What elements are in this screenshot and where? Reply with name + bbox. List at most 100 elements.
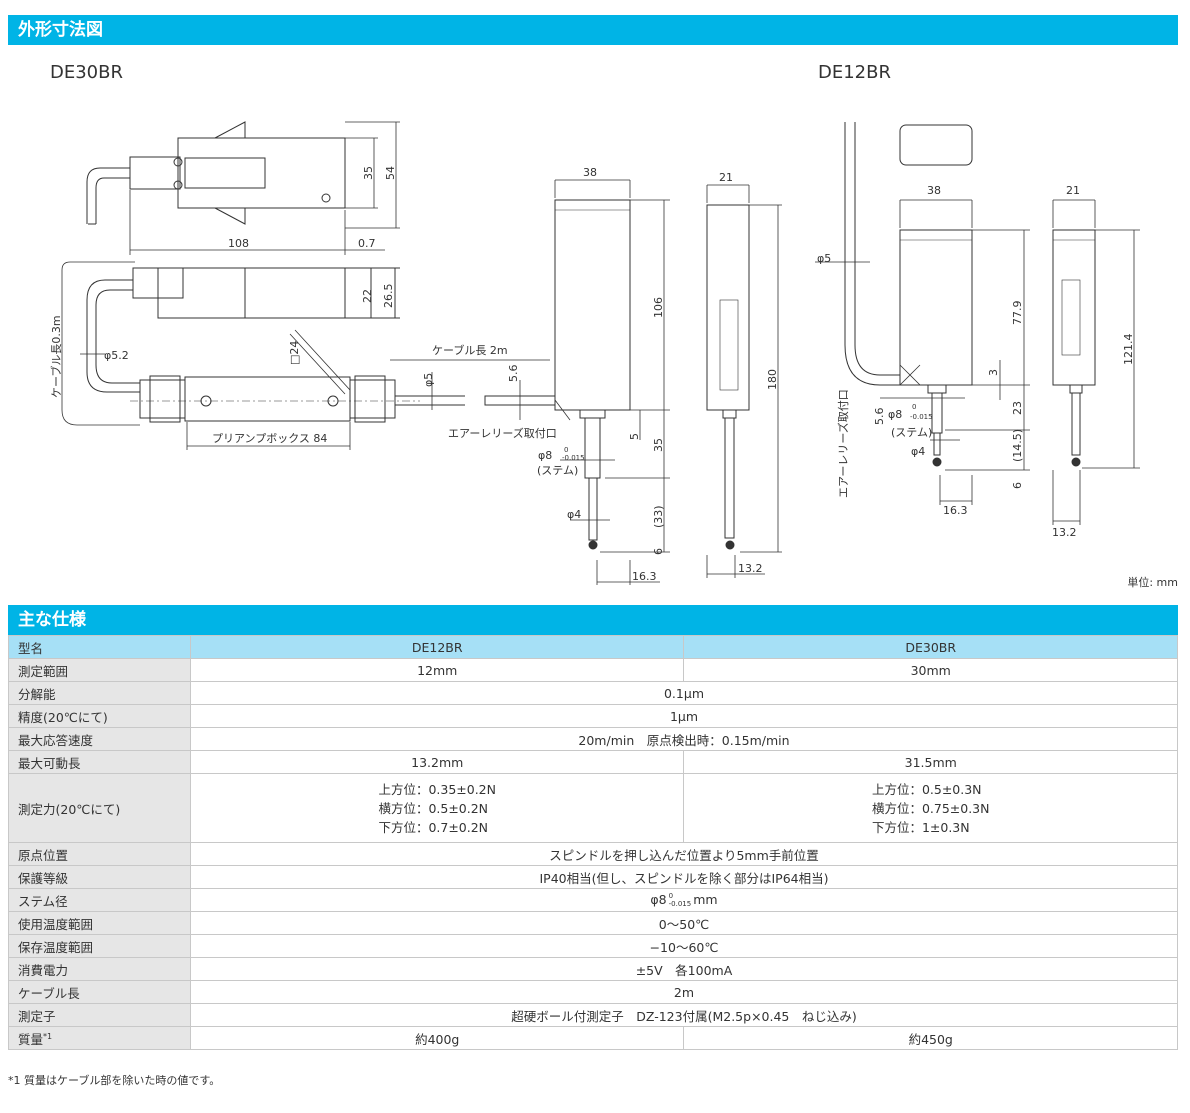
stem-tol-top: 0: [668, 892, 674, 901]
table-row: 使用温度範囲 0～50℃: [8, 911, 1178, 935]
spec-label: 分解能: [8, 681, 191, 705]
force-down: 下方位：1±0.3N: [871, 819, 970, 835]
dim-180: 180: [766, 369, 779, 390]
phi-5-left: φ5: [422, 373, 435, 387]
dim-77-9: 77.9: [1011, 301, 1024, 326]
spec-value: 0～50℃: [190, 911, 1178, 935]
spec-label: 原点位置: [8, 842, 191, 866]
spec-value: 20m/min 原点検出時：0.15m/min: [190, 727, 1178, 751]
model-title-de12br: DE12BR: [818, 62, 891, 83]
table-row: 保護等級 IP40相当(但し、スピンドルを除く部分はIP64相当): [8, 865, 1178, 889]
force-side: 横方位：0.5±0.2N: [378, 800, 489, 816]
table-row: 型名 DE12BR DE30BR: [8, 635, 1178, 659]
dim-35-top: 35: [362, 166, 375, 180]
table-row: ケーブル長 2m: [8, 980, 1178, 1004]
outline-drawing-header: 外形寸法図: [8, 15, 1178, 45]
dim-5-6-left: 5.6: [507, 365, 520, 383]
spec-value: 超硬ボール付測定子 DZ-123付属(M2.5p×0.45 ねじ込み): [190, 1003, 1178, 1027]
spec-label: 最大可動長: [8, 750, 191, 774]
dim-54: 54: [384, 166, 397, 180]
dim-106: 106: [652, 297, 665, 318]
dim-16-3-left: 16.3: [632, 570, 657, 583]
table-row: 最大可動長 13.2mm 31.5mm: [8, 750, 1178, 774]
spec-label: 測定力(20℃にて): [8, 773, 191, 843]
spec-value: 1μm: [190, 704, 1178, 728]
mass-label: 質量: [18, 1031, 44, 1047]
table-row: 保存温度範囲 −10～60℃: [8, 934, 1178, 958]
phi-4-right: φ4: [911, 445, 925, 458]
dim-3: 3: [987, 369, 1000, 376]
spec-label: 保存温度範囲: [8, 934, 191, 958]
spec-value: 2m: [190, 980, 1178, 1004]
table-row: 測定子 超硬ボール付測定子 DZ-123付属(M2.5p×0.45 ねじ込み): [8, 1003, 1178, 1027]
spec-value: 約450g: [683, 1026, 1178, 1050]
spec-value: スピンドルを押し込んだ位置より5mm手前位置: [190, 842, 1178, 866]
spec-label: 型名: [8, 635, 191, 659]
phi-5-right: φ5: [817, 252, 831, 265]
table-row: 原点位置 スピンドルを押し込んだ位置より5mm手前位置: [8, 842, 1178, 866]
stem-tol-bottom: -0.015: [668, 900, 692, 909]
phi-4-left: φ4: [567, 508, 581, 521]
air-release-right: エアーレリーズ取付口: [836, 389, 850, 498]
spec-value: 13.2mm: [189, 750, 685, 774]
table-row: 測定範囲 12mm 30mm: [8, 658, 1178, 682]
spec-label: ステム径: [8, 888, 191, 912]
table-row: 最大応答速度 20m/min 原点検出時：0.15m/min: [8, 727, 1178, 751]
spec-label: 質量*1: [8, 1026, 191, 1050]
dim-13-2-right: 13.2: [1052, 526, 1077, 539]
table-row: 精度(20℃にて) 1μm: [8, 704, 1178, 728]
dim-108: 108: [228, 237, 249, 250]
stem-left: (ステム): [537, 464, 578, 477]
phi-5-2: φ5.2: [104, 349, 129, 362]
spec-value: 12mm: [189, 658, 685, 682]
table-row: 測定力(20℃にて) 上方位：0.35±0.2N 横方位：0.5±0.2N 下方…: [8, 773, 1178, 843]
sq-24: □24: [288, 341, 301, 365]
dim-14-5: (14.5): [1011, 429, 1024, 462]
spec-value: −10～60℃: [190, 934, 1178, 958]
dim-22: 22: [361, 289, 374, 303]
de30br-front-view: [554, 179, 670, 585]
spec-table: 型名 DE12BR DE30BR 測定範囲 12mm 30mm 分解能 0.1μ…: [8, 635, 1178, 1050]
dim-33: (33): [652, 505, 665, 528]
spec-header: 主な仕様: [8, 605, 1178, 635]
dim-121-4: 121.4: [1122, 334, 1135, 366]
dim-13-2-left: 13.2: [738, 562, 763, 575]
de30br-side-view: [86, 267, 400, 393]
table-row: 消費電力 ±5V 各100mA: [8, 957, 1178, 981]
dim-38-right: 38: [927, 184, 941, 197]
preamp-box-label: プリアンプボックス 84: [212, 432, 327, 445]
force-up: 上方位：0.35±0.2N: [378, 781, 496, 797]
spec-value: 上方位：0.5±0.3N 横方位：0.75±0.3N 下方位：1±0.3N: [683, 773, 1178, 843]
mass-footnote-mark: *1: [43, 1031, 53, 1041]
dim-5-6-right: 5.6: [873, 408, 886, 426]
dim-16-3-right: 16.3: [943, 504, 968, 517]
de12br-front-view: [815, 122, 1030, 505]
cable-length-2m: ケーブル長 2m: [432, 343, 508, 357]
unit-note: 単位: mm: [1127, 576, 1178, 589]
de30br-top-dimensions: [129, 121, 400, 255]
tol-0-left: 0: [564, 446, 568, 454]
dim-38-left: 38: [583, 166, 597, 179]
spec-value: 0.1μm: [190, 681, 1178, 705]
preamp-box: [130, 329, 465, 423]
spec-value: 31.5mm: [683, 750, 1178, 774]
spec-label: 消費電力: [8, 957, 191, 981]
force-down: 下方位：0.7±0.2N: [378, 819, 489, 835]
de12br-side-view: [1052, 199, 1140, 525]
dim-21-left: 21: [719, 171, 733, 184]
tol-left: -0.015: [562, 454, 585, 462]
stem-right: (ステム): [891, 426, 932, 439]
dim-26-5: 26.5: [382, 284, 395, 309]
spec-label: 測定子: [8, 1003, 191, 1027]
cable-length-0-3m: ケーブル長0.3m: [49, 315, 63, 398]
spec-value: 上方位：0.35±0.2N 横方位：0.5±0.2N 下方位：0.7±0.2N: [189, 773, 685, 843]
spec-label: ケーブル長: [8, 980, 191, 1004]
phi-8-left: φ8: [538, 449, 552, 462]
spec-label: 測定範囲: [8, 658, 191, 682]
dim-6-left: 6: [652, 548, 665, 555]
stem-unit: mm: [693, 891, 718, 907]
spec-model-de12br: DE12BR: [189, 635, 685, 659]
force-side: 横方位：0.75±0.3N: [871, 800, 990, 816]
